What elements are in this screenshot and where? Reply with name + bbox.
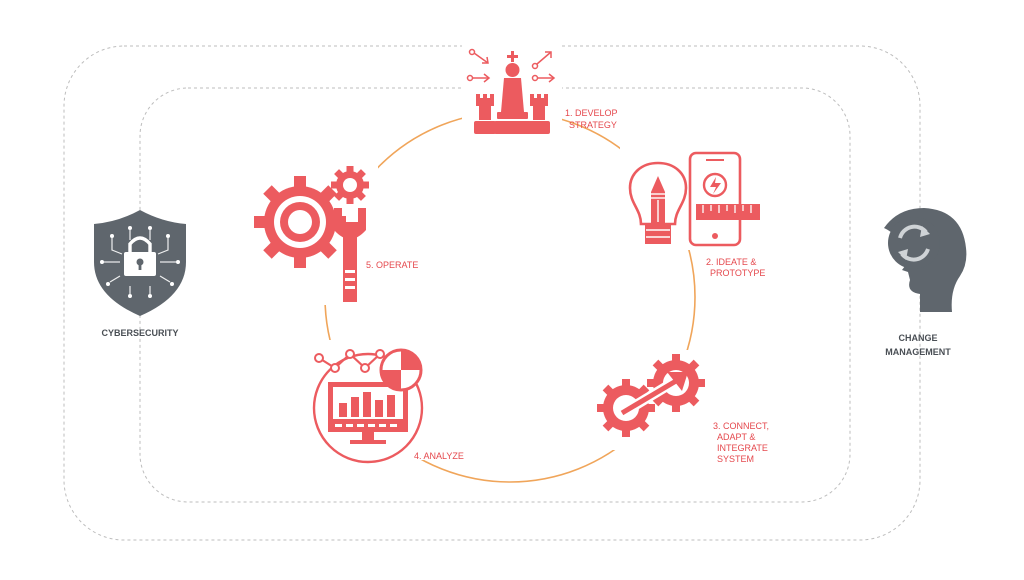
step-2-label-line1: 2. IDEATE & xyxy=(706,257,756,267)
change-management-label-line2: MANAGEMENT xyxy=(885,347,951,357)
step-4-label-line1: 4. ANALYZE xyxy=(414,451,464,461)
step-1-label-line2: STRATEGY xyxy=(569,120,617,130)
linked-gears-icon xyxy=(597,354,705,437)
step-5-label-line1: 5. OPERATE xyxy=(366,260,418,270)
lightbulb-phone-icon xyxy=(628,151,760,247)
step-3-label-line3: INTEGRATE xyxy=(717,443,768,453)
gear-wrench-icon xyxy=(254,166,369,302)
chess-strategy-icon xyxy=(466,48,556,134)
step-2-label-line2: PROTOTYPE xyxy=(710,268,765,278)
cybersecurity-label: CYBERSECURITY xyxy=(101,328,178,338)
step-1-label-line1: 1. DEVELOP xyxy=(565,108,618,118)
head-refresh-icon xyxy=(884,208,967,312)
step-3-label-line2: ADAPT & xyxy=(717,432,755,442)
step-3-label-line1: 3. CONNECT, xyxy=(713,421,769,431)
analytics-monitor-icon xyxy=(312,348,424,464)
shield-lock-icon xyxy=(94,210,186,316)
change-management-label-line1: CHANGE xyxy=(898,333,937,343)
step-3-label-line4: SYSTEM xyxy=(717,454,754,464)
